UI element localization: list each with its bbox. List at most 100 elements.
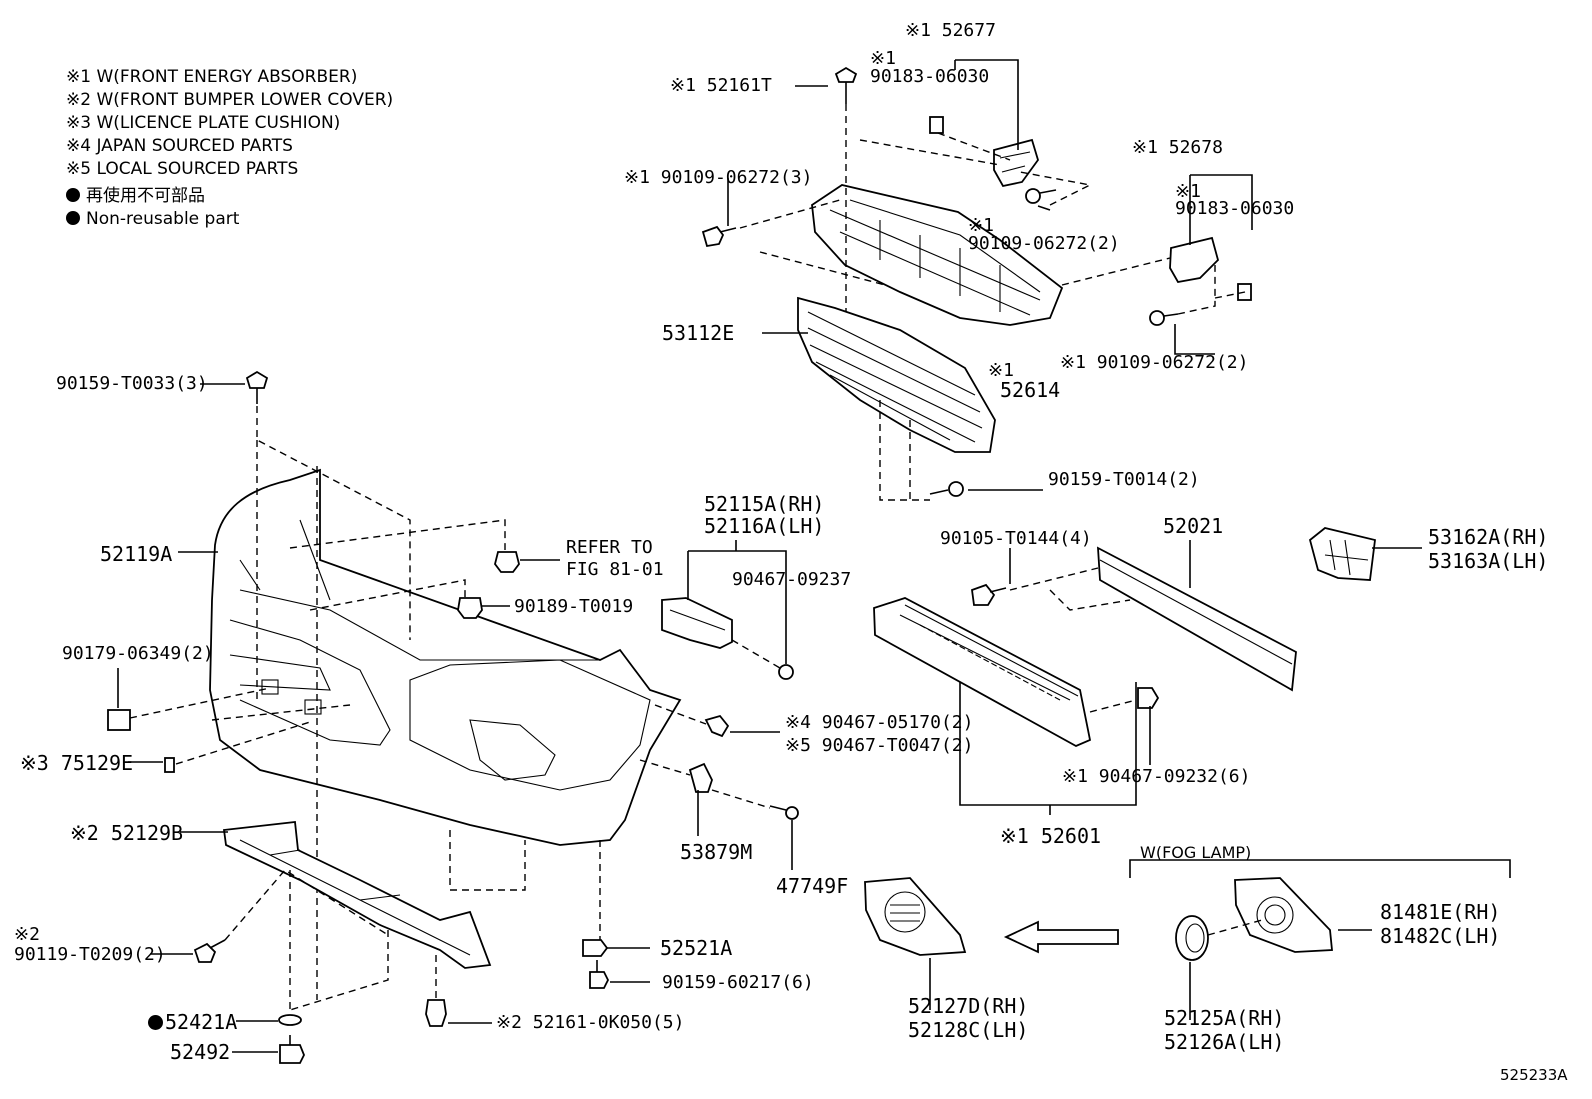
bracket-52678 [1169,236,1220,283]
label-90109-06272-2-a[interactable]: 90109-06272(2) [968,233,1120,254]
label-52677[interactable]: ※1 52677 [905,20,996,41]
label-90159-T0033[interactable]: 90159-T0033(3) [56,373,208,394]
label-90183-06030-b[interactable]: 90183-06030 [1175,198,1295,219]
bullet-icon [66,188,80,202]
label-52614-mark: ※1 [988,360,1014,381]
screw-icon [1149,310,1179,326]
clip-icon [1137,687,1160,709]
screw-icon [701,225,737,248]
label-fog-lamp: W(FOG LAMP) [1140,843,1252,862]
label-53112E[interactable]: 53112E [662,321,735,345]
cushion-75129E [164,757,175,773]
label-90183-06030-a[interactable]: 90183-06030 [870,66,990,87]
label-75129E[interactable]: ※3 75129E [20,751,134,775]
label-52126A[interactable]: 52126A(LH) [1164,1030,1285,1054]
bracket-52677 [993,138,1039,188]
label-53162A[interactable]: 53162A(RH) [1428,525,1549,549]
bolt-icon [589,960,610,989]
note-4: ※4 JAPAN SOURCED PARTS [66,136,293,156]
retainer-53879M [688,762,713,793]
label-90109b-mark: ※1 [968,215,994,236]
label-47749F[interactable]: 47749F [776,874,849,898]
nut-52492 [279,1035,305,1064]
screw-icon [929,481,964,497]
label-90467-05170[interactable]: ※4 90467-05170(2) [785,712,974,733]
label-52521A[interactable]: 52521A [660,936,733,960]
bolt-icon [193,939,226,963]
label-53163A[interactable]: 53163A(LH) [1428,549,1549,573]
label-52116A[interactable]: 52116A(LH) [704,514,825,538]
notes-legend: ※1 W(FRONT ENERGY ABSORBER) ※2 W(FRONT B… [66,66,393,231]
label-90467-09232[interactable]: ※1 90467-09232(6) [1062,766,1251,787]
legend-japanese: 再使用不可部品 [66,185,393,208]
label-52127D[interactable]: 52127D(RH) [908,994,1029,1018]
screw-icon [769,805,799,820]
label-52161T[interactable]: ※1 52161T [670,75,772,96]
legend-english: Non-reusable part [66,208,393,231]
label-52421A-text: 52421A [165,1010,238,1034]
bolt-icon [971,583,1007,606]
reinforcement-52021 [1097,546,1297,692]
legend-japanese-text: 再使用不可部品 [86,186,205,206]
label-fig-81-01[interactable]: FIG 81-01 [566,559,664,580]
side-bracket-52115A [661,597,733,649]
legend-english-text: Non-reusable part [86,209,240,229]
label-52115A[interactable]: 52115A(RH) [704,492,825,516]
clip-icon [457,597,483,619]
arrow-left-icon [1003,920,1119,954]
clip-90183-upper [929,116,944,134]
screw-icon [1025,188,1057,204]
label-52125A[interactable]: 52125A(RH) [1164,1006,1285,1030]
label-52128C[interactable]: 52128C(LH) [908,1018,1029,1042]
radiator-grille-53112E [797,296,996,453]
label-90105-T0144[interactable]: 90105-T0144(4) [940,528,1092,549]
label-90159-T0014[interactable]: 90159-T0014(2) [1048,469,1200,490]
bumper-cover-52119A [209,468,682,846]
energy-absorber-52614 [811,184,1064,326]
note-3: ※3 W(LICENCE PLATE CUSHION) [66,113,341,133]
label-52601[interactable]: ※1 52601 [1000,824,1102,848]
label-52492[interactable]: 52492 [170,1040,231,1064]
label-81481E[interactable]: 81481E(RH) [1380,900,1501,924]
label-52129B[interactable]: ※2 52129B [70,821,184,845]
label-90159-60217[interactable]: 90159-60217(6) [662,972,814,993]
label-90119-mark: ※2 [14,924,40,945]
bullet-icon [66,211,80,225]
note-5: ※5 LOCAL SOURCED PARTS [66,159,299,179]
label-52421A[interactable]: 52421A [148,1012,237,1032]
label-52119A[interactable]: 52119A [100,542,173,566]
label-52021[interactable]: 52021 [1163,514,1224,538]
figure-id: 525233A [1500,1066,1568,1084]
label-90179-06349[interactable]: 90179-06349(2) [62,643,214,664]
fog-lamp-52125A [1175,915,1209,961]
nut-52521A [582,939,609,957]
note-1: ※1 W(FRONT ENERGY ABSORBER) [66,67,358,87]
label-52614[interactable]: 52614 [1000,378,1061,402]
label-81482C[interactable]: 81482C(LH) [1380,924,1501,948]
label-53879M[interactable]: 53879M [680,840,753,864]
label-90467-T0047[interactable]: ※5 90467-T0047(2) [785,735,974,756]
label-90189-T0019[interactable]: 90189-T0019 [514,596,634,617]
label-52161-0K050[interactable]: ※2 52161-0K050(5) [496,1012,685,1033]
screw-icon [778,664,794,680]
note-2: ※2 W(FRONT BUMPER LOWER COVER) [66,90,394,110]
label-refer-to: REFER TO [566,537,653,558]
clip-icon [704,714,730,738]
clip-icon [834,66,858,104]
clip-icon [494,551,520,573]
nut-90179 [107,709,131,731]
fog-bezel-52127D [864,877,967,956]
clip-icon [425,999,447,1027]
label-52678[interactable]: ※1 52678 [1132,137,1223,158]
washer-52421A [278,1014,302,1026]
non-reusable-dot-icon [148,1015,163,1030]
fog-bezel-81481E [1234,877,1333,953]
bolt-icon [245,370,269,404]
label-90119-T0209[interactable]: 90119-T0209(2) [14,944,166,965]
label-90109-06272-3[interactable]: ※1 90109-06272(3) [624,167,813,188]
label-90467-09237[interactable]: 90467-09237 [732,569,852,590]
label-90109-06272-2-b[interactable]: ※1 90109-06272(2) [1060,352,1249,373]
energy-absorber-52601 [873,597,1092,748]
